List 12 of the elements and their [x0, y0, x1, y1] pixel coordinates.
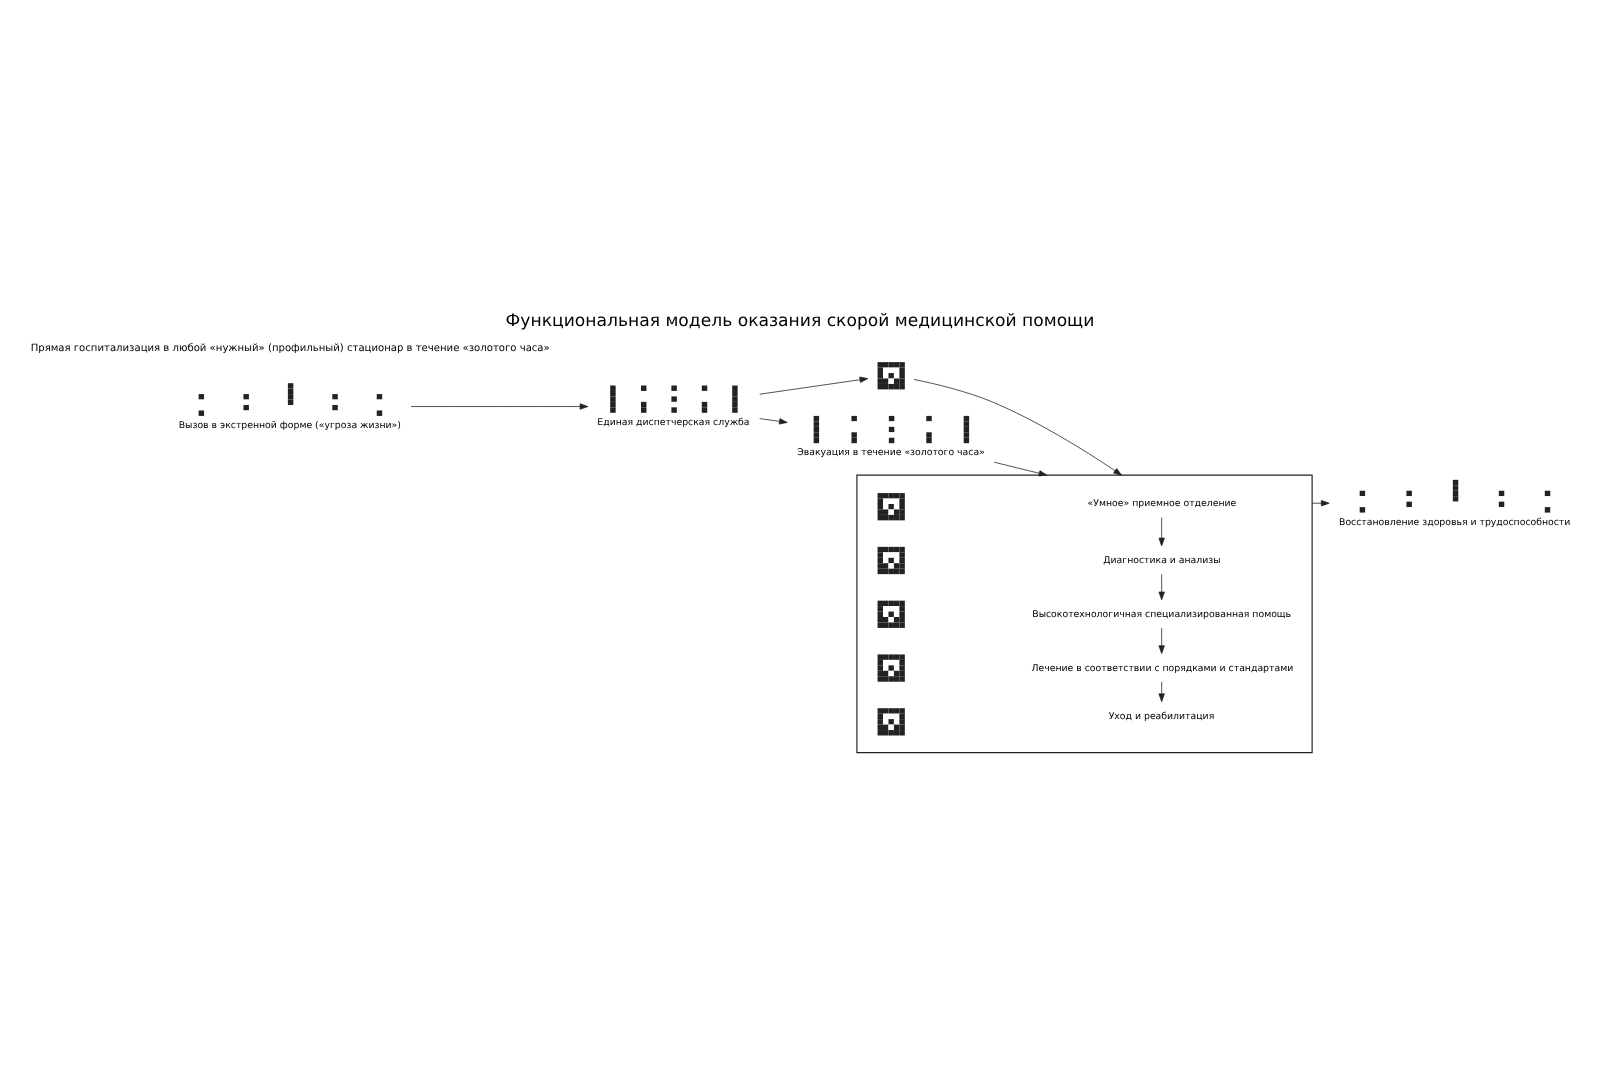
arrow: [1158, 680, 1165, 702]
cluster: [856, 473, 1313, 753]
arrow: [1158, 626, 1165, 653]
arrow: [410, 402, 589, 409]
arrow: [1158, 573, 1165, 600]
arrow: [913, 378, 1122, 475]
arrow: [993, 460, 1048, 476]
arrow: [1311, 499, 1330, 506]
diagram-title: Функциональная модель оказания скорой медицинской помощи: [505, 310, 1095, 331]
arrow: [1158, 516, 1165, 546]
arrow: [759, 375, 869, 394]
arrow: [759, 417, 788, 424]
